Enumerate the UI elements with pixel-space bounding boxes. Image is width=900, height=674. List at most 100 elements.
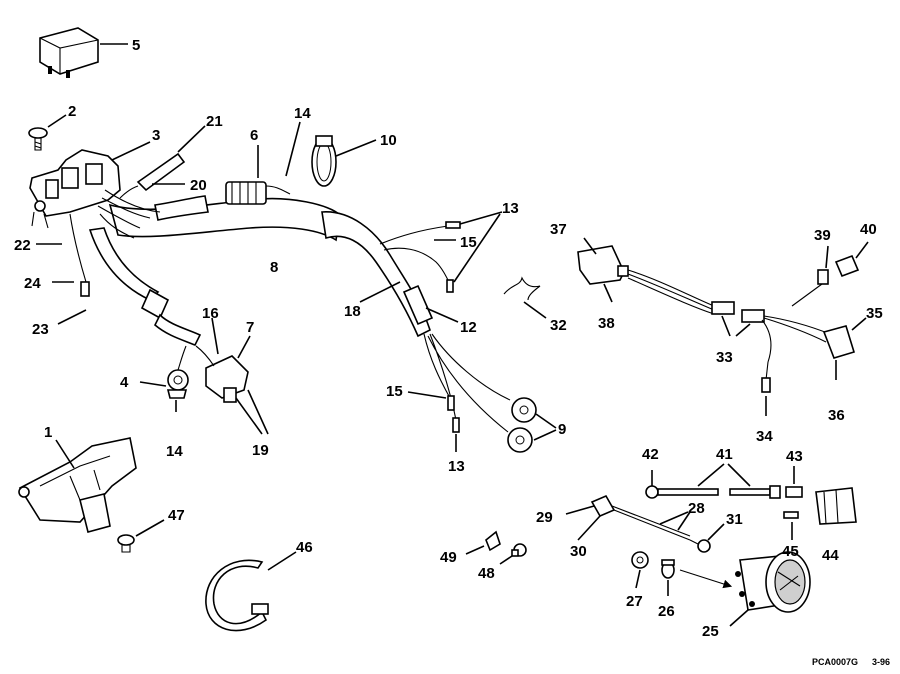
main-harness-part	[88, 195, 431, 347]
callout-label: 13	[448, 458, 465, 475]
callout-label: 13	[502, 200, 519, 217]
callout-label: 18	[344, 303, 361, 320]
leader-line	[707, 523, 725, 541]
leader-line	[635, 569, 641, 589]
terminal-part	[485, 530, 501, 552]
leader-line	[57, 309, 87, 325]
callout-label: 36	[828, 407, 845, 424]
hose-clamp-part	[311, 135, 337, 187]
leader-line	[499, 555, 513, 565]
leader-line	[825, 245, 829, 269]
leader-line	[577, 515, 601, 541]
grommet-connector-part	[225, 181, 291, 205]
wire-lead	[791, 283, 823, 307]
relay-part	[39, 27, 99, 78]
gauge-harness-part	[577, 245, 856, 393]
cable-strap-part	[205, 559, 269, 632]
leader-line	[359, 281, 401, 303]
callout-label: 24	[24, 275, 41, 292]
leader-line	[211, 317, 219, 355]
leader-line	[247, 389, 269, 435]
callout-label: 33	[716, 349, 733, 366]
callout-label: 21	[206, 113, 223, 130]
leader-line	[407, 391, 447, 399]
boot-part	[815, 487, 857, 525]
leader-line	[727, 463, 751, 487]
callout-label: 22	[14, 237, 31, 254]
callout-labels: 1 3 4 5 6 7 8 9 10 12 13 13 14 14 15 15 …	[14, 37, 883, 640]
callout-label: 48	[478, 565, 495, 582]
screw-part	[511, 543, 527, 557]
callout-label: 27	[626, 593, 643, 610]
callout-label: 25	[702, 623, 719, 640]
pin-part	[783, 511, 799, 519]
leader-line	[55, 439, 75, 469]
callout-label: 14	[294, 105, 311, 122]
nut-part	[631, 551, 649, 569]
wire-terminal	[452, 417, 460, 433]
callout-label: 43	[786, 448, 803, 465]
leader-line	[565, 505, 595, 515]
callout-label: 12	[460, 319, 477, 336]
leader-line	[111, 141, 151, 161]
leader-line	[697, 463, 725, 487]
jumper-lead-part	[645, 485, 803, 499]
leader-line	[533, 429, 557, 441]
grommet-part	[166, 345, 189, 399]
callout-label: 35	[866, 305, 883, 322]
wire-terminal	[817, 269, 829, 285]
callout-label: 29	[536, 509, 553, 526]
gauge-part	[735, 551, 811, 613]
callout-label: 28	[688, 500, 705, 517]
lamp-bulb-part	[661, 559, 675, 579]
callout-label: 31	[726, 511, 743, 528]
callout-label: 3	[152, 127, 160, 144]
leader-line	[267, 551, 297, 571]
screw-part	[28, 127, 48, 151]
leader-line	[855, 241, 869, 259]
leader-line	[851, 317, 867, 331]
callout-label: 16	[202, 305, 219, 322]
callout-label: 2	[68, 103, 76, 120]
leader-line	[285, 121, 301, 177]
ground-wires	[423, 333, 511, 433]
connector-plug-part	[195, 345, 249, 403]
callout-label: 30	[570, 543, 587, 560]
sender-lead-part	[590, 494, 711, 553]
harness-sleeve-part	[402, 284, 434, 326]
callout-label: 34	[756, 428, 773, 445]
leader-line	[459, 211, 503, 225]
callout-label: 44	[822, 547, 839, 564]
callout-label: 49	[440, 549, 457, 566]
callout-label: 15	[386, 383, 403, 400]
callout-label: 40	[860, 221, 877, 238]
harness-branch-wires	[379, 225, 451, 285]
leader-line	[465, 545, 485, 555]
callout-label: 1	[44, 424, 52, 441]
bolt-part	[117, 534, 135, 553]
callout-label: 41	[716, 446, 733, 463]
leader-line	[535, 413, 557, 429]
harness-wires	[97, 189, 161, 239]
switch-block-part	[29, 149, 121, 229]
callout-label: 7	[246, 319, 254, 336]
leader-line	[677, 511, 691, 531]
wire-connector-part	[834, 254, 860, 278]
wire-terminal	[447, 395, 455, 411]
mounting-bracket-part	[18, 437, 137, 533]
leader-line	[335, 139, 377, 157]
arrow-line	[679, 569, 733, 589]
leader-line	[729, 609, 749, 627]
callout-label: 8	[270, 259, 278, 276]
callout-label: 4	[120, 374, 129, 391]
callout-label: 39	[814, 227, 831, 244]
leader-line	[721, 315, 731, 337]
callout-label: 19	[252, 442, 269, 459]
wire-terminal	[80, 281, 90, 297]
leader-line	[135, 519, 165, 537]
callout-label: 23	[32, 321, 49, 338]
callout-label: 10	[380, 132, 397, 149]
figure-reference-date: 3-96	[872, 657, 890, 667]
callout-label: 42	[642, 446, 659, 463]
